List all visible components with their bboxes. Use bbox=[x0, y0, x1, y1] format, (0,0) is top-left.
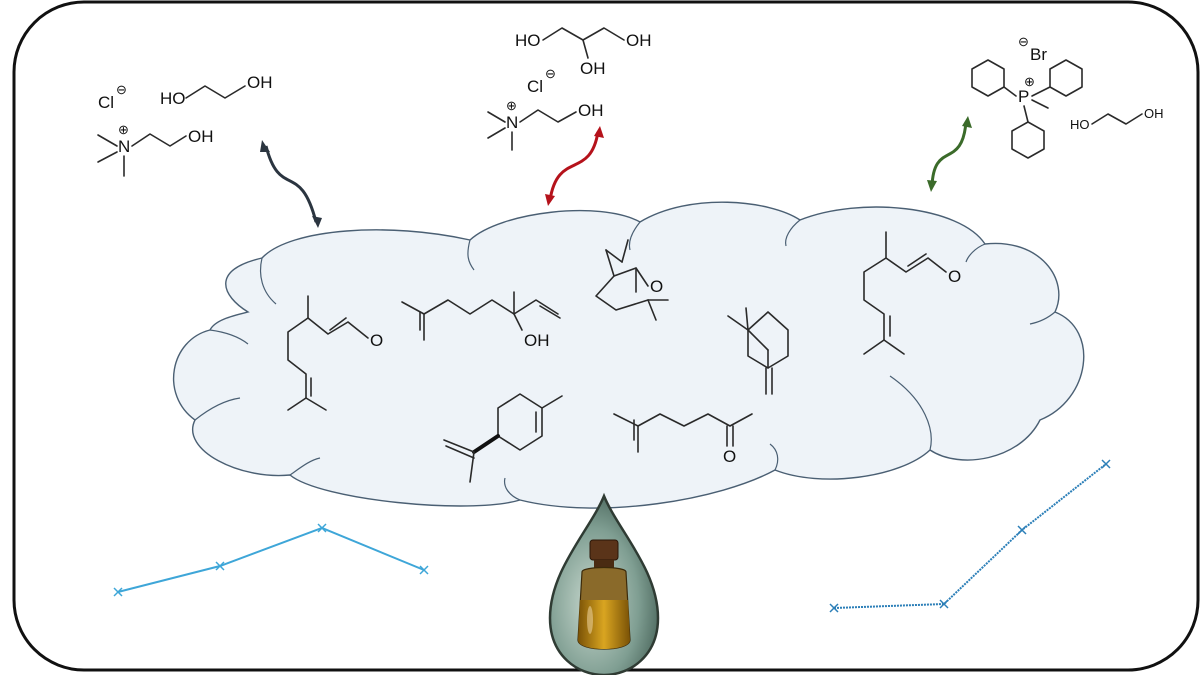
glycerol-ho: HO bbox=[515, 31, 541, 50]
choline-charge-2: ⊕ bbox=[506, 98, 517, 113]
linalool-oh: OH bbox=[524, 331, 550, 350]
limonene bbox=[443, 393, 563, 483]
ethylene-glycol-oh-2: OH bbox=[1144, 106, 1164, 121]
pinene bbox=[727, 307, 789, 395]
essential-oil-drop-icon bbox=[548, 492, 660, 675]
choline-n-2: N bbox=[506, 113, 518, 132]
citral-right-o: O bbox=[948, 267, 961, 286]
ethylene-glycol-ho-2: HO bbox=[1070, 117, 1090, 132]
cineole-o: O bbox=[650, 277, 663, 296]
ethylene-glycol-ho: HO bbox=[160, 89, 186, 108]
choline-chloride-glycerol: HO OH OH Cl ⊖ N ⊕ OH bbox=[487, 27, 652, 151]
linalool: OH bbox=[401, 291, 561, 350]
curved-double-arrow-icon bbox=[260, 140, 322, 228]
citral-left: O bbox=[287, 295, 383, 411]
chloride-charge: ⊖ bbox=[116, 82, 127, 97]
curved-double-arrow-icon bbox=[927, 116, 972, 192]
citral-o: O bbox=[370, 331, 383, 350]
choline-chloride-ethylene-glycol: Cl ⊖ HO OH N ⊕ OH bbox=[97, 73, 273, 177]
phosphorus-label: P bbox=[1018, 87, 1029, 106]
left-decorative-line bbox=[113, 523, 429, 597]
phosphonium-bromide-ethylene-glycol: ⊖ Br P ⊕ HO OH bbox=[971, 34, 1164, 159]
phosphorus-charge: ⊕ bbox=[1024, 74, 1035, 89]
glycerol-oh-bottom: OH bbox=[580, 59, 606, 78]
methylheptenone-o: O bbox=[723, 447, 736, 466]
choline-charge: ⊕ bbox=[118, 122, 129, 137]
chloride-label-2: Cl bbox=[527, 77, 543, 96]
choline-n: N bbox=[118, 137, 130, 156]
cineole: O bbox=[595, 239, 669, 321]
chloride-charge-2: ⊖ bbox=[545, 66, 556, 81]
choline-oh: OH bbox=[188, 127, 214, 146]
bromide-charge: ⊖ bbox=[1018, 34, 1029, 49]
methylheptenone: O bbox=[613, 413, 753, 466]
right-decorative-line bbox=[829, 459, 1111, 613]
bromide-label: Br bbox=[1030, 45, 1047, 64]
chloride-label: Cl bbox=[98, 93, 114, 112]
curved-double-arrow-icon bbox=[545, 126, 604, 206]
terpene-cloud bbox=[172, 201, 1085, 509]
choline-oh-2: OH bbox=[578, 101, 604, 120]
glycerol-oh-right: OH bbox=[626, 31, 652, 50]
ethylene-glycol-oh: OH bbox=[247, 73, 273, 92]
citral-right: O bbox=[863, 231, 961, 355]
